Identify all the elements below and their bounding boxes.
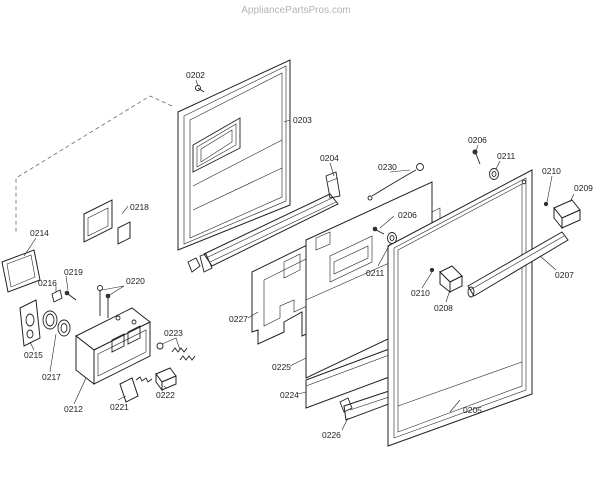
dispenser-window — [192, 117, 241, 173]
label-0223: 0223 — [164, 328, 183, 338]
screw-0206-middle — [372, 226, 385, 235]
part-labels: 0202 0203 0204 0230 0206 0211 0210 0209 … — [24, 70, 593, 440]
handle-cap-0208 — [439, 265, 463, 294]
label-0214: 0214 — [30, 228, 49, 238]
label-0202: 0202 — [186, 70, 205, 80]
label-0204: 0204 — [320, 153, 339, 163]
wire-0230 — [367, 163, 424, 201]
lever-0221 — [119, 376, 153, 403]
display-lens — [1, 249, 41, 293]
label-0220: 0220 — [126, 276, 145, 286]
rings-0217 — [42, 310, 71, 337]
control-module-housing — [75, 307, 151, 386]
inner-door-panel — [15, 59, 291, 273]
label-0230: 0230 — [378, 162, 397, 172]
label-0221: 0221 — [110, 402, 129, 412]
rods-0220 — [97, 285, 111, 318]
label-0215: 0215 — [24, 350, 43, 360]
label-0203: 0203 — [293, 115, 312, 125]
outer-door-panel — [387, 169, 533, 447]
label-0211-top: 0211 — [497, 151, 516, 161]
nut-0211-top — [489, 168, 499, 180]
springs-0223 — [156, 342, 196, 361]
label-0216: 0216 — [38, 278, 57, 288]
label-0222: 0222 — [156, 390, 175, 400]
label-0210-panel: 0210 — [411, 288, 430, 298]
bracket-0218 — [83, 199, 131, 245]
label-0212: 0212 — [64, 404, 83, 414]
label-0211-middle: 0211 — [366, 268, 385, 278]
label-0227: 0227 — [229, 314, 248, 324]
hinge-rail — [199, 171, 341, 273]
label-0209: 0209 — [574, 183, 593, 193]
screw-0206-top — [472, 149, 481, 165]
end-cap-0209 — [553, 199, 581, 230]
label-0217: 0217 — [42, 372, 61, 382]
label-0210-top: 0210 — [542, 166, 561, 176]
screw-0210-panel — [429, 267, 435, 273]
switch-0222 — [155, 367, 177, 392]
leader-lines — [23, 79, 575, 431]
screw-0202 — [195, 85, 205, 93]
clip-0216 — [51, 289, 63, 303]
screw-0210-top — [543, 201, 549, 207]
label-0224: 0224 — [280, 390, 299, 400]
toe-kick — [339, 389, 395, 421]
label-0226: 0226 — [322, 430, 341, 440]
label-0208: 0208 — [434, 303, 453, 313]
label-0206-top: 0206 — [468, 135, 487, 145]
handle-bar — [467, 231, 569, 298]
label-0207: 0207 — [555, 270, 574, 280]
switch-bezel — [19, 299, 41, 347]
label-0218: 0218 — [130, 202, 149, 212]
label-0219: 0219 — [64, 267, 83, 277]
label-0206-middle: 0206 — [398, 210, 417, 220]
label-0225: 0225 — [272, 362, 291, 372]
label-0205: 0205 — [463, 405, 482, 415]
watermark-text: AppliancePartsPros.com — [241, 5, 351, 16]
pin-0219 — [64, 290, 77, 301]
